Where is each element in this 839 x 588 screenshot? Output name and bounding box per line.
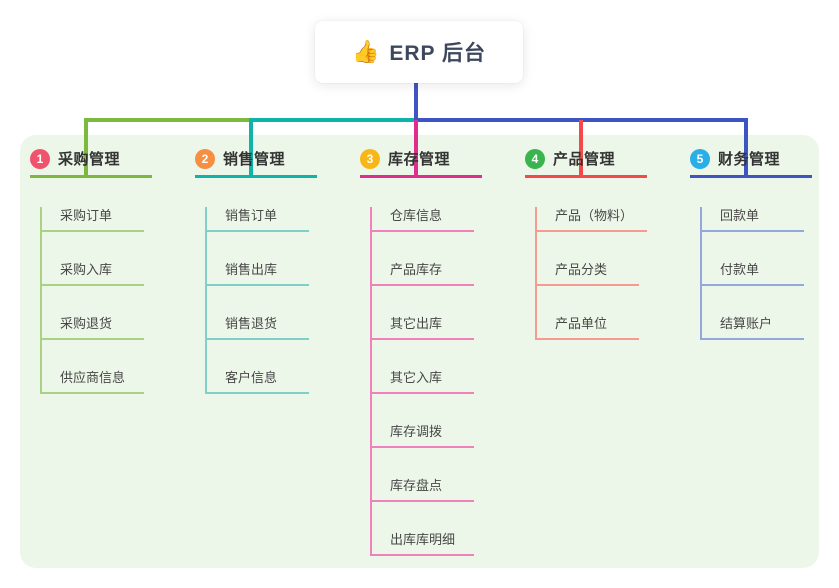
drop-purchase [84, 120, 88, 178]
branch-header-purchase[interactable]: 1 采购管理 [30, 148, 152, 178]
branch-child-item[interactable]: 供应商信息 [42, 369, 144, 394]
branch-child-item[interactable]: 产品库存 [372, 261, 474, 286]
bus-segment-sales [249, 118, 418, 122]
bus-segment-purchase [84, 118, 253, 122]
drop-finance [744, 120, 748, 178]
branch-column-purchase: 1 采购管理 采购订单采购入库采购退货供应商信息 [30, 148, 152, 394]
branch-title: 财务管理 [718, 151, 781, 168]
branch-child-item[interactable]: 其它入库 [372, 369, 474, 394]
branch-child-item[interactable]: 销售订单 [207, 207, 309, 232]
branch-number-badge: 1 [30, 148, 50, 169]
branch-column-sales: 2 销售管理 销售订单销售出库销售退货客户信息 [195, 148, 317, 394]
branch-child-item[interactable]: 结算账户 [702, 315, 804, 340]
branch-child-item[interactable]: 销售退货 [207, 315, 309, 340]
branch-child-item[interactable]: 出库库明细 [372, 531, 474, 556]
root-title: ERP 后台 [389, 42, 487, 65]
branch-title: 销售管理 [223, 151, 286, 168]
root-node[interactable]: 👍 ERP 后台 [315, 21, 523, 83]
branch-child-item[interactable]: 产品（物料） [537, 207, 648, 232]
drop-product [579, 120, 583, 178]
drop-inventory [414, 120, 418, 178]
branches-panel [20, 135, 819, 568]
root-connector-stem [414, 83, 418, 122]
thumbs-up-icon: 👍 [351, 39, 380, 64]
branch-number-badge: 2 [195, 148, 215, 169]
branch-child-item[interactable]: 采购退货 [42, 315, 144, 340]
branch-children: 销售订单销售出库销售退货客户信息 [205, 207, 317, 394]
branch-title: 产品管理 [553, 151, 616, 168]
branch-number-badge: 3 [360, 148, 380, 169]
branch-column-inventory: 3 库存管理 仓库信息产品库存其它出库其它入库库存调拨库存盘点出库库明细 [360, 148, 482, 556]
branch-title: 库存管理 [388, 151, 451, 168]
branch-column-finance: 5 财务管理 回款单付款单结算账户 [690, 148, 812, 340]
branch-child-item[interactable]: 付款单 [702, 261, 804, 286]
branch-header-product[interactable]: 4 产品管理 [525, 148, 647, 178]
branch-child-item[interactable]: 采购订单 [42, 207, 144, 232]
branch-child-item[interactable]: 客户信息 [207, 369, 309, 394]
branch-children: 采购订单采购入库采购退货供应商信息 [40, 207, 152, 394]
branch-child-item[interactable]: 其它出库 [372, 315, 474, 340]
branch-child-item[interactable]: 库存调拨 [372, 423, 474, 448]
branch-children: 产品（物料） 产品分类产品单位 [535, 207, 648, 340]
branch-title: 采购管理 [58, 151, 121, 168]
branch-child-item[interactable]: 回款单 [702, 207, 804, 232]
drop-sales [249, 120, 253, 178]
branch-header-inventory[interactable]: 3 库存管理 [360, 148, 482, 178]
branch-child-item[interactable]: 产品单位 [537, 315, 639, 340]
branch-children: 回款单付款单结算账户 [700, 207, 812, 340]
branch-column-product: 4 产品管理 产品（物料） 产品分类产品单位 [525, 148, 648, 340]
branch-child-item[interactable]: 产品分类 [537, 261, 639, 286]
branch-header-sales[interactable]: 2 销售管理 [195, 148, 317, 178]
branch-number-badge: 5 [690, 148, 710, 169]
branch-child-item[interactable]: 库存盘点 [372, 477, 474, 502]
branch-number-badge: 4 [525, 148, 545, 169]
branch-children: 仓库信息产品库存其它出库其它入库库存调拨库存盘点出库库明细 [370, 207, 482, 556]
branch-child-item[interactable]: 仓库信息 [372, 207, 474, 232]
branch-child-item[interactable]: 采购入库 [42, 261, 144, 286]
branch-child-item[interactable]: 销售出库 [207, 261, 309, 286]
branch-header-finance[interactable]: 5 财务管理 [690, 148, 812, 178]
